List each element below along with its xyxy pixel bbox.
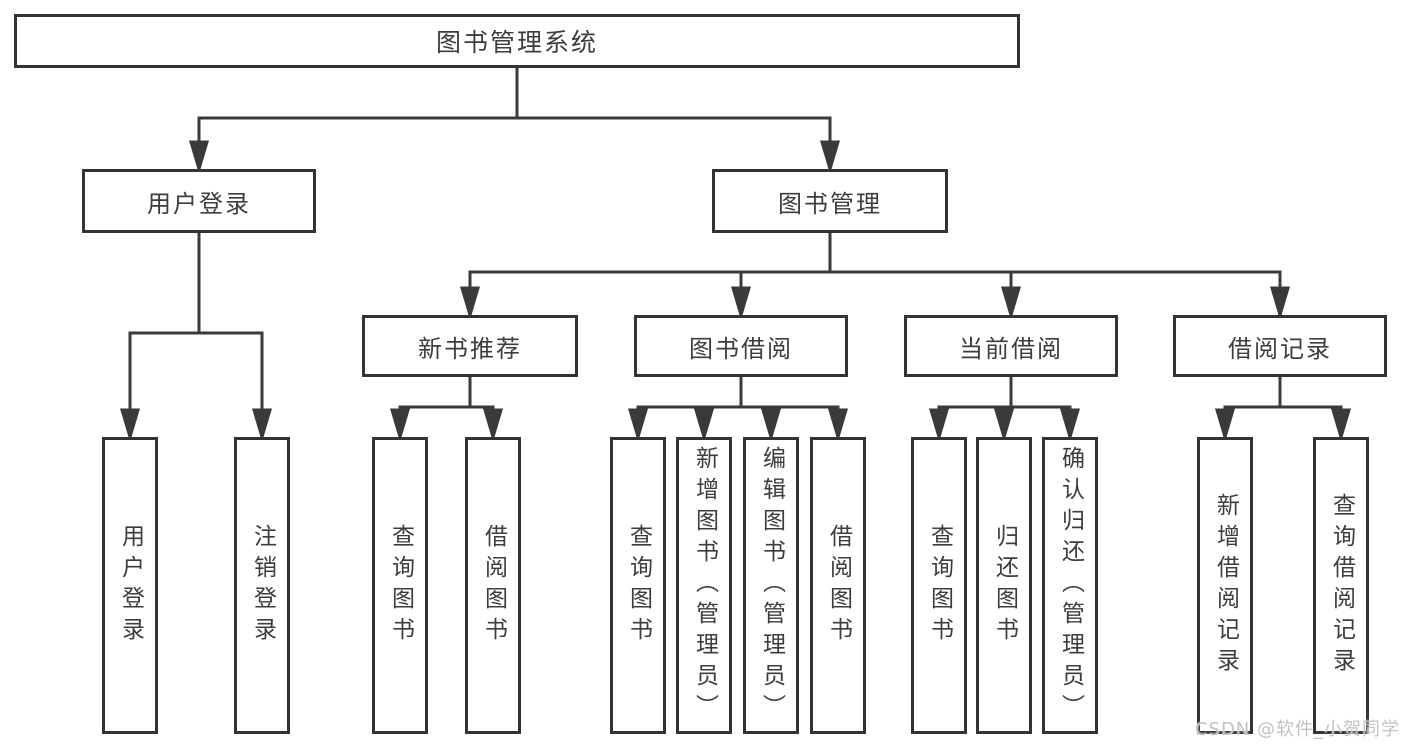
connector-borrowrecord-to-leaves	[1214, 377, 1352, 443]
leaf-return-book: 归还图书	[976, 437, 1032, 734]
leaf-query-book-borrow: 查询图书	[610, 437, 666, 734]
leaf-label: 编辑图书（管理员）	[758, 446, 785, 725]
connector-bookborrow-to-leaves	[627, 377, 849, 443]
leaf-label: 用户登录	[117, 523, 144, 648]
node-book-management: 图书管理	[712, 169, 948, 233]
node-borrow-record: 借阅记录	[1173, 315, 1387, 377]
leaf-user-login: 用户登录	[102, 437, 158, 734]
csdn-watermark: CSDN @软件_小贺同学	[1194, 719, 1400, 740]
connector-currentborrow-to-leaves	[928, 377, 1081, 443]
leaf-confirm-return-admin: 确认归还（管理员）	[1042, 437, 1098, 734]
node-library-management-system: 图书管理系统	[14, 14, 1020, 68]
node-current-borrow: 当前借阅	[904, 315, 1118, 377]
leaf-borrow-book: 借阅图书	[810, 437, 866, 734]
node-label: 图书借阅	[689, 334, 793, 363]
leaf-label: 归还图书	[991, 523, 1018, 648]
leaf-query-borrow-record: 查询借阅记录	[1313, 437, 1369, 734]
leaf-label: 借阅图书	[825, 523, 852, 648]
node-label: 用户登录	[147, 189, 251, 218]
leaf-query-book-recommend: 查询图书	[372, 437, 428, 734]
node-label: 图书管理	[778, 189, 882, 218]
node-label: 图书管理系统	[435, 28, 598, 57]
connector-root-to-level2	[188, 68, 841, 175]
connector-newbook-to-leaves	[389, 377, 504, 443]
node-label: 借阅记录	[1228, 334, 1332, 363]
leaf-label: 借阅图书	[480, 523, 507, 648]
leaf-label: 注销登录	[249, 523, 276, 648]
leaf-label: 查询图书	[926, 523, 953, 648]
leaf-label: 查询图书	[625, 523, 652, 648]
leaf-label: 新增图书（管理员）	[691, 446, 718, 725]
leaf-add-borrow-record: 新增借阅记录	[1197, 437, 1253, 734]
leaf-borrow-book-recommend: 借阅图书	[465, 437, 521, 734]
node-new-book-recommend: 新书推荐	[362, 315, 578, 377]
leaf-label: 查询借阅记录	[1328, 492, 1355, 679]
leaf-logout: 注销登录	[234, 437, 290, 734]
connector-userlogin-to-leaves	[119, 233, 273, 443]
node-book-borrow: 图书借阅	[634, 315, 848, 377]
leaf-label: 确认归还（管理员）	[1057, 446, 1084, 725]
leaf-add-book-admin: 新增图书（管理员）	[676, 437, 732, 734]
leaf-query-book-current: 查询图书	[911, 437, 967, 734]
leaf-label: 查询图书	[387, 523, 414, 648]
node-label: 当前借阅	[959, 334, 1063, 363]
connector-bookmgmt-to-level3	[459, 233, 1291, 321]
node-user-login: 用户登录	[82, 169, 316, 233]
leaf-label: 新增借阅记录	[1212, 492, 1239, 679]
leaf-edit-book-admin: 编辑图书（管理员）	[743, 437, 799, 734]
node-label: 新书推荐	[418, 334, 522, 363]
